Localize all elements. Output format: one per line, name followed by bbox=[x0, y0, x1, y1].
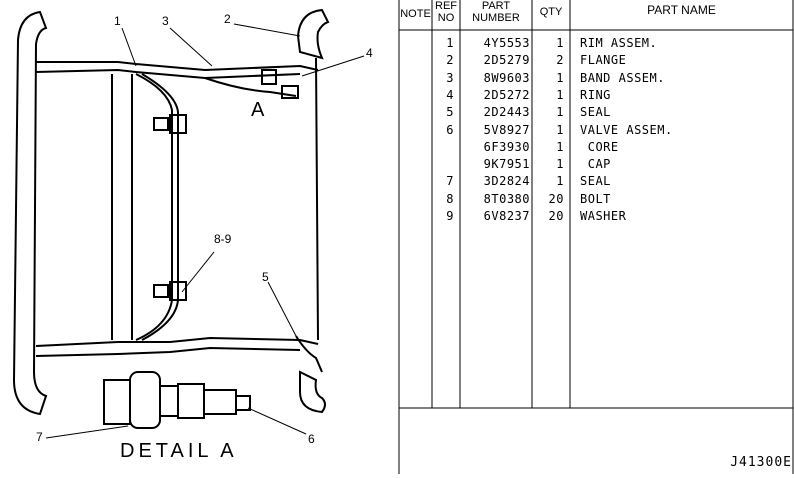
header-note: NOTE bbox=[400, 8, 431, 20]
exploded-view-drawing: 1 3 2 4 8-9 5 7 6 A DETAIL A bbox=[0, 0, 398, 474]
header-part-name: PART NAME bbox=[647, 3, 716, 17]
row-part-name: BOLT bbox=[580, 191, 611, 206]
row-qty: 1 bbox=[556, 105, 564, 120]
row-ref-no: 3 bbox=[446, 70, 454, 85]
row-part-number: 8W9603 bbox=[483, 70, 530, 85]
row-qty: 1 bbox=[556, 174, 564, 189]
row-qty: 20 bbox=[548, 191, 564, 206]
row-qty: 1 bbox=[556, 122, 564, 137]
row-qty: 1 bbox=[556, 87, 564, 102]
row-part-number: 9K7951 bbox=[483, 157, 530, 172]
detail-marker: A bbox=[251, 99, 265, 121]
row-ref-no: 9 bbox=[446, 209, 454, 223]
row-qty: 1 bbox=[556, 139, 564, 154]
row-ref-no: 5 bbox=[446, 105, 454, 120]
row-part-number: 6F3930 bbox=[483, 139, 530, 154]
row-ref-no: 2 bbox=[446, 53, 454, 68]
row-part-name: SEAL bbox=[580, 105, 611, 120]
row-part-name: BAND ASSEM. bbox=[580, 70, 665, 85]
row-qty: 20 bbox=[548, 209, 564, 223]
callout-8-9: 8-9 bbox=[214, 232, 232, 246]
row-ref-no: 1 bbox=[446, 36, 454, 50]
callout-4: 4 bbox=[366, 46, 373, 60]
row-qty: 2 bbox=[556, 53, 564, 68]
row-part-name: CAP bbox=[580, 157, 611, 172]
row-part-name: SEAL bbox=[580, 174, 611, 189]
parts-table-grid bbox=[398, 0, 794, 474]
row-qty: 1 bbox=[556, 36, 564, 50]
row-part-number: 5V8927 bbox=[483, 122, 530, 137]
row-part-name: RIM ASSEM. bbox=[580, 36, 658, 50]
detail-label: DETAIL A bbox=[120, 440, 238, 462]
row-ref-no: 7 bbox=[446, 174, 454, 189]
row-part-name: RING bbox=[580, 87, 611, 102]
row-part-number: 8T0380 bbox=[483, 191, 530, 206]
row-part-number: 2D2443 bbox=[483, 105, 530, 120]
row-part-number: 4Y5553 bbox=[483, 36, 530, 50]
parts-table: NOTE REF NO PART NUMBER QTY PART NAME 1 4… bbox=[398, 0, 794, 474]
row-ref-no: 4 bbox=[446, 87, 454, 102]
row-part-name: VALVE ASSEM. bbox=[580, 122, 673, 137]
row-qty: 1 bbox=[556, 157, 564, 172]
row-ref-no: 8 bbox=[446, 191, 454, 206]
row-ref-no: 6 bbox=[446, 122, 454, 137]
callout-1: 1 bbox=[114, 14, 121, 28]
row-part-name: WASHER bbox=[580, 209, 627, 223]
header-part-number: PART NUMBER bbox=[472, 0, 520, 24]
header-qty: QTY bbox=[539, 6, 563, 18]
callout-7: 7 bbox=[36, 430, 43, 444]
row-part-number: 6V8237 bbox=[483, 209, 530, 223]
row-part-number: 3D2824 bbox=[483, 174, 530, 189]
header-ref-no: REF NO bbox=[435, 0, 457, 24]
callout-6: 6 bbox=[308, 432, 315, 446]
row-qty: 1 bbox=[556, 70, 564, 85]
row-part-name: CORE bbox=[580, 139, 619, 154]
callout-3: 3 bbox=[162, 14, 169, 28]
callout-5: 5 bbox=[262, 270, 269, 284]
row-part-name: FLANGE bbox=[580, 53, 627, 68]
callout-2: 2 bbox=[224, 12, 231, 26]
document-id: J41300E bbox=[730, 455, 792, 470]
wheel-rim-illustration bbox=[12, 8, 365, 439]
row-part-number: 2D5272 bbox=[483, 87, 530, 102]
row-part-number: 2D5279 bbox=[483, 53, 530, 68]
